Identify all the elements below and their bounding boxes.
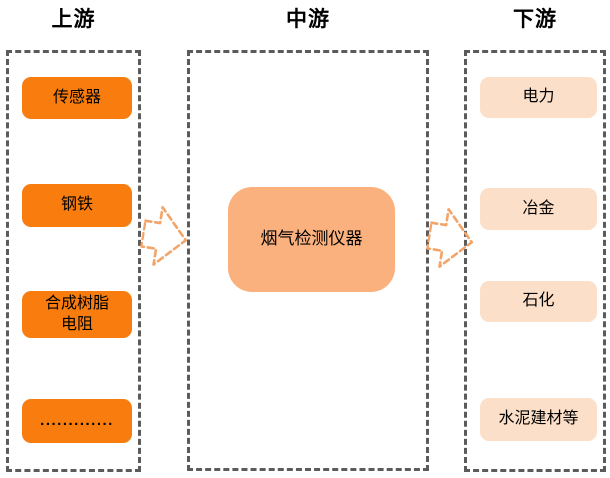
downstream-column-title: 下游 [513,8,557,31]
upstream-node-steel: 钢铁 [22,184,132,227]
downstream-column-frame [464,50,606,472]
upstream-node-sensor: 传感器 [22,77,132,119]
midstream-to-downstream-arrow-icon [423,203,479,275]
upstream-to-midstream-arrow-icon [137,201,193,273]
midstream-node-flue-gas-detector: 烟气检测仪器 [228,187,395,292]
downstream-node-metallurgy: 冶金 [480,188,597,230]
downstream-node-petrochemical: 石化 [480,281,597,322]
midstream-column-title: 中游 [286,8,330,31]
downstream-node-electric-power: 电力 [480,77,597,118]
upstream-node-synthetic-resin-resistor: 合成树脂 电阻 [22,291,132,338]
upstream-column-title: 上游 [51,8,96,31]
midstream-column-frame [187,50,429,471]
upstream-node-ellipsis: ............. [22,399,132,443]
downstream-node-cement-building-materials: 水泥建材等 [480,398,597,441]
upstream-column-frame [6,50,141,472]
